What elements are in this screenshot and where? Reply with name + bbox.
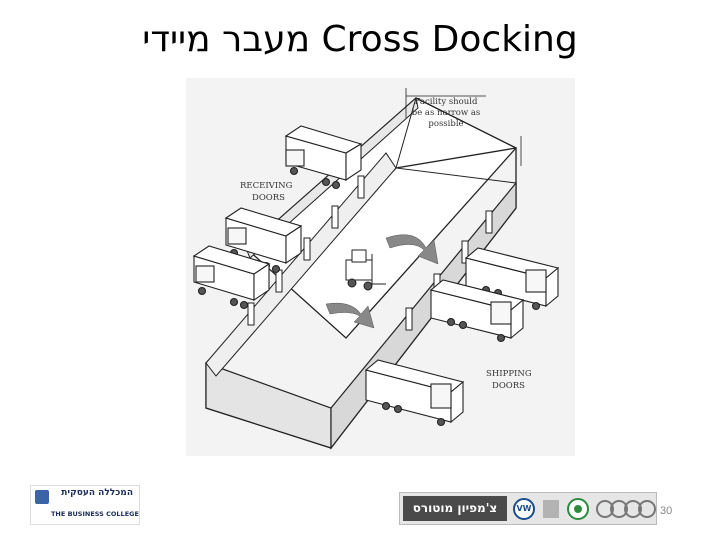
slide-title: מעבר מיידי Cross Docking <box>142 19 578 60</box>
page-number: 30 <box>660 505 673 517</box>
college-emblem-icon <box>35 490 49 504</box>
cross-docking-illustration: Facility should be as narrow as possible… <box>186 78 575 456</box>
shipping-doors-line1: SHIPPING <box>486 369 532 379</box>
seat-logo-icon <box>543 500 559 518</box>
receiving-truck <box>224 207 303 274</box>
business-college-logo: המכללה העסקית THE BUSINESS COLLEGE <box>30 485 140 525</box>
volkswagen-logo-icon: VW <box>513 498 535 520</box>
shipping-truck <box>364 359 465 427</box>
shipping-doors-line2: DOORS <box>492 381 525 391</box>
skoda-logo-icon <box>567 498 589 520</box>
college-name-english: THE BUSINESS COLLEGE <box>51 510 139 518</box>
forklift <box>345 249 386 291</box>
brand-logos-bar: צ'מפיון מוטורס VW <box>399 492 657 525</box>
dealer-logo: צ'מפיון מוטורס <box>403 496 507 521</box>
facility-note-line3: possible <box>428 119 463 129</box>
flow-arrow-lower <box>325 302 375 329</box>
facility-note-line1: Facility should <box>415 97 478 107</box>
shipping-truck <box>429 279 525 343</box>
receiving-doors-line2: DOORS <box>252 193 285 203</box>
receiving-truck <box>192 245 271 310</box>
receiving-doors-line1: RECEIVING <box>240 181 293 191</box>
shipping-truck <box>464 247 560 311</box>
receiving-truck <box>284 125 363 190</box>
college-name-hebrew: המכללה העסקית <box>61 488 133 498</box>
audi-logo-icon <box>596 500 656 518</box>
flow-arrow-upper <box>385 234 439 265</box>
facility-note-line2: be as narrow as <box>412 108 481 118</box>
